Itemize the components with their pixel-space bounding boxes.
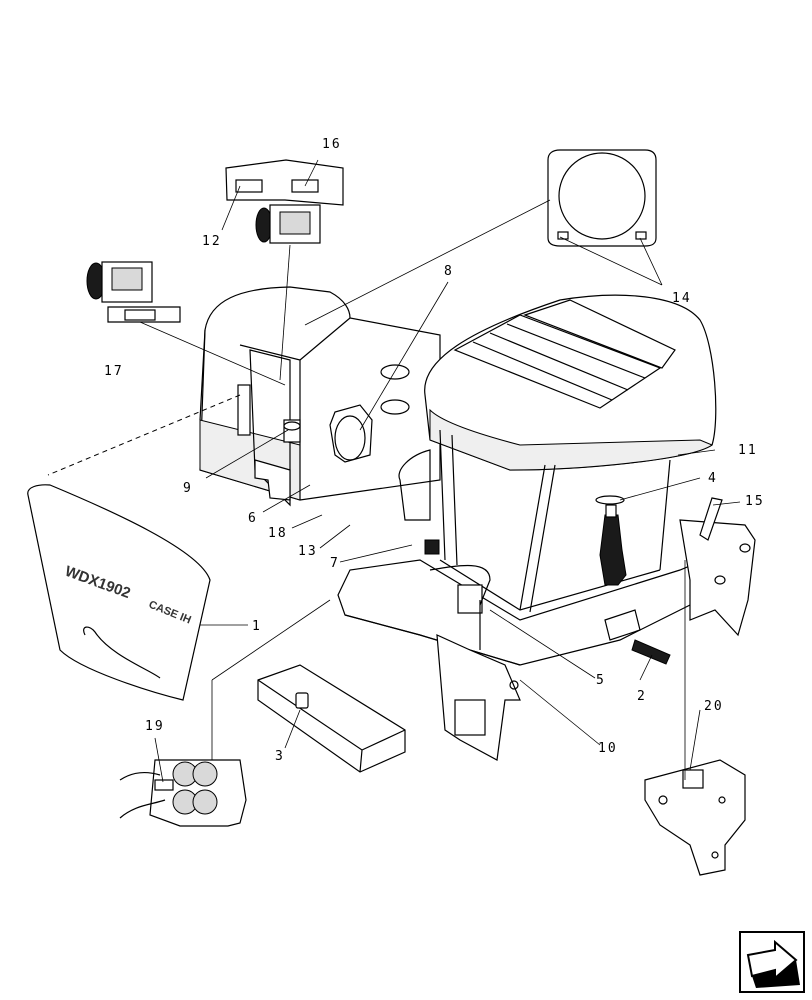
callout-20: 20 (704, 699, 724, 714)
callout-17: 17 (104, 364, 124, 379)
compressor-inset-top (225, 159, 344, 244)
cylinder-inset (119, 759, 247, 827)
compressor-inset-left (86, 261, 181, 323)
callout-2: 2 (637, 689, 647, 704)
box-part (257, 664, 406, 773)
callout-12: 12 (202, 234, 222, 249)
callout-1: 1 (252, 619, 262, 634)
callout-5: 5 (596, 673, 606, 688)
callout-3: 3 (275, 749, 285, 764)
next-page-arrow-icon[interactable] (739, 931, 805, 993)
callout-14: 14 (672, 291, 692, 306)
callout-7: 7 (330, 556, 340, 571)
callout-13: 13 (298, 544, 318, 559)
callout-8: 8 (444, 264, 454, 279)
callout-11: 11 (738, 443, 758, 458)
callout-6: 6 (248, 511, 258, 526)
callout-labels: 1 2 3 4 5 6 7 8 9 10 11 12 13 14 15 16 1… (104, 137, 765, 764)
callout-15: 15 (745, 494, 765, 509)
callout-10: 10 (598, 741, 618, 756)
bracket-inset (644, 759, 746, 876)
callout-18: 18 (268, 526, 288, 541)
callout-4: 4 (708, 471, 718, 486)
callout-19: 19 (145, 719, 165, 734)
side-decal-panel: WDX1902 CASE IH (27, 484, 211, 701)
leader-lines (47, 159, 741, 783)
callout-16: 16 (322, 137, 342, 152)
round-decal-inset (547, 149, 657, 247)
callout-9: 9 (183, 481, 193, 496)
